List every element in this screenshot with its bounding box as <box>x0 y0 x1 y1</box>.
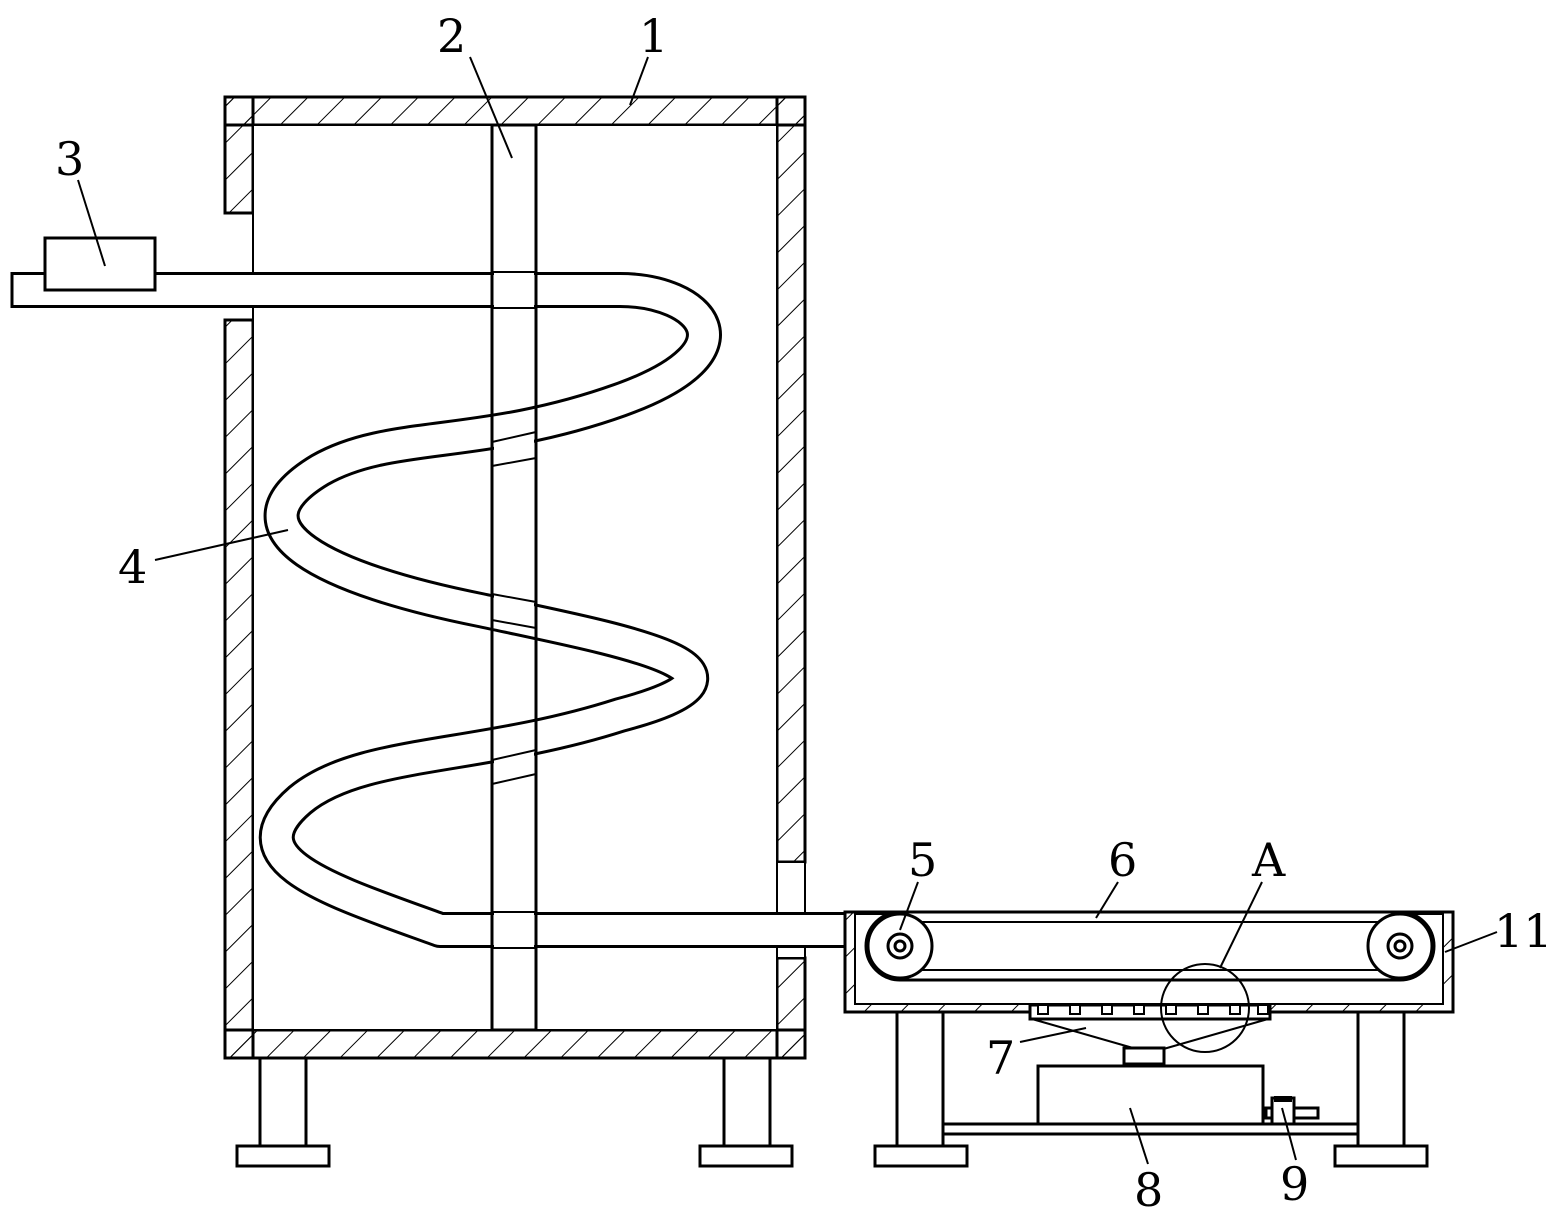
leader-1 <box>629 56 649 106</box>
plate-hole <box>1165 1004 1177 1015</box>
central-shaft <box>490 123 538 1032</box>
roller-left-axle <box>893 939 907 953</box>
leader-7 <box>1019 1027 1087 1043</box>
shaft-crossing-5 <box>494 913 534 947</box>
leader-11 <box>1444 931 1498 953</box>
leader-2 <box>469 56 513 159</box>
leader-4 <box>154 529 289 561</box>
plate-hole <box>1133 1004 1145 1015</box>
tank-leg-right <box>722 1056 772 1148</box>
leader-9 <box>1281 1107 1297 1161</box>
tube-edge <box>491 593 537 603</box>
label-conveyor-belt: 6 <box>1108 833 1137 887</box>
label-tank: 1 <box>639 9 668 63</box>
plate-hole <box>1069 1004 1081 1015</box>
leader-3 <box>77 179 106 267</box>
base-block <box>1036 1064 1265 1126</box>
label-roller: 5 <box>908 833 937 887</box>
tube-edge <box>491 773 537 785</box>
shaft-crossing-1 <box>494 273 534 307</box>
leader-6 <box>1095 881 1119 919</box>
tank-right-wall-upper <box>775 95 807 864</box>
stand-foot-left <box>873 1144 969 1168</box>
plate-holes <box>1037 1004 1269 1015</box>
leader-8 <box>1129 1107 1149 1165</box>
detail-circle <box>1160 963 1250 1053</box>
label-spiral-tube: 4 <box>118 540 147 594</box>
plate-mount <box>1122 1046 1166 1066</box>
belt-outline <box>864 910 1436 982</box>
leader-A <box>1219 881 1263 969</box>
tank-leg-left <box>258 1056 308 1148</box>
stand-leg-left <box>895 1010 945 1148</box>
plate-hole <box>1197 1004 1209 1015</box>
stand-leg-right <box>1356 1010 1406 1148</box>
tube-edge <box>491 749 537 761</box>
tube-edge <box>491 619 537 629</box>
label-frame: 11 <box>1494 904 1553 958</box>
plate-link-left <box>1031 1018 1141 1051</box>
stand-foot-right <box>1333 1144 1429 1168</box>
tube-edge <box>491 431 537 443</box>
tank-left-wall-upper <box>223 95 255 215</box>
motor-box <box>43 236 157 292</box>
plate-hole <box>1037 1004 1049 1015</box>
label-base-block: 8 <box>1134 1163 1163 1217</box>
part-labels: 1 2 3 4 5 6 A 11 7 8 9 <box>55 9 1553 1217</box>
tube-edges-over-shaft <box>491 271 537 949</box>
tank-foot-left <box>235 1144 331 1168</box>
plate-hole <box>1257 1004 1269 1015</box>
tank-foot-right <box>698 1144 794 1168</box>
tube-edge <box>491 457 537 467</box>
tank-bottom-wall <box>223 1028 807 1060</box>
vibration-plate <box>1028 1003 1272 1066</box>
tank-left-wall-lower <box>223 318 255 1060</box>
tank-right-wall-lower <box>775 956 807 1060</box>
tank-legs <box>235 1056 794 1168</box>
roller-right-axle <box>1393 939 1407 953</box>
bolt <box>1264 1096 1320 1126</box>
label-bolt: 9 <box>1280 1157 1309 1211</box>
conveyor-belt <box>864 910 1436 982</box>
plate-link-right <box>1159 1018 1269 1051</box>
plate-hole <box>1101 1004 1113 1015</box>
plate-hole <box>1229 1004 1241 1015</box>
tank-top-wall <box>223 95 807 127</box>
bolt-cap <box>1274 1096 1292 1102</box>
plate-bar <box>1028 1003 1272 1021</box>
label-plate: 7 <box>986 1031 1015 1085</box>
label-shaft: 2 <box>437 9 466 63</box>
label-motor: 3 <box>55 132 84 186</box>
leader-5 <box>899 881 919 931</box>
leader-lines <box>77 56 1498 1165</box>
label-detail-mark: A <box>1251 833 1286 887</box>
